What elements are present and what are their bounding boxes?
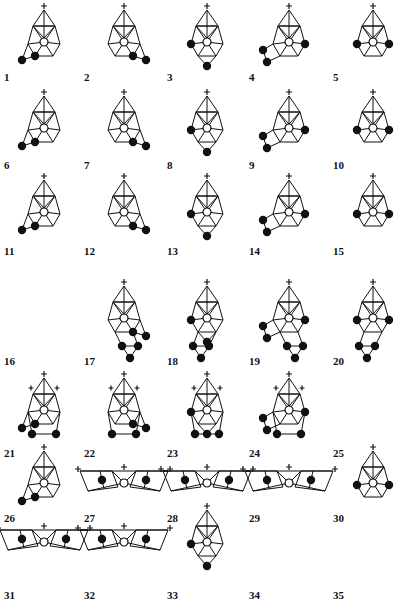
figure-number: 13: [167, 246, 178, 257]
figure-number: 20: [333, 356, 344, 367]
molecule-figure: [353, 279, 392, 362]
molecule-figure: [259, 371, 308, 438]
figure-number: 22: [84, 448, 95, 459]
figure-number: 5: [333, 72, 339, 83]
molecule-figure: [353, 89, 392, 142]
molecule-figure: [353, 173, 392, 226]
molecule-figure: [187, 89, 223, 156]
figure-number: 18: [167, 356, 178, 367]
figure-number: 9: [249, 160, 255, 171]
figure-number: 14: [249, 246, 260, 257]
molecule-figure: [259, 3, 308, 66]
figure-number: 33: [167, 590, 178, 601]
figure-number: 25: [333, 448, 344, 459]
figure-number: 32: [84, 590, 95, 601]
molecule-figure: [187, 503, 223, 570]
molecule-figure: [259, 279, 308, 362]
figure-number: 24: [249, 448, 260, 459]
figure-number: 7: [84, 160, 90, 171]
figure-number: 15: [333, 246, 344, 257]
molecule-figure: [187, 279, 223, 362]
molecule-figure: [259, 89, 308, 152]
figure-number: 16: [4, 356, 15, 367]
molecule-figure: [108, 279, 150, 362]
molecule-figure: [108, 3, 150, 64]
molecule-figure: [75, 464, 173, 491]
figure-number: 30: [333, 513, 344, 524]
molecule-figure: [353, 444, 392, 497]
figure-number: 28: [167, 513, 178, 524]
figure-number: 17: [84, 356, 95, 367]
molecule-figure: [108, 173, 150, 234]
molecule-figure: [158, 464, 256, 491]
figure-number: 19: [249, 356, 260, 367]
molecule-figure: [75, 523, 173, 550]
figure-number: 2: [84, 72, 90, 83]
figure-number: 11: [4, 246, 14, 257]
molecule-figure: [18, 444, 60, 505]
figure-number: 10: [333, 160, 344, 171]
figure-number: 35: [333, 590, 344, 601]
figure-number: 1: [4, 72, 10, 83]
figure-number: 27: [84, 513, 95, 524]
molecule-figure: [187, 371, 223, 438]
molecule-figure: [259, 173, 308, 236]
figure-number: 26: [4, 513, 15, 524]
molecule-figure: [187, 173, 223, 240]
figure-number: 6: [4, 160, 10, 171]
molecule-figure: [187, 3, 223, 70]
molecule-figure: [18, 173, 60, 234]
molecule-figure: [240, 464, 338, 491]
figure-number: 31: [4, 590, 15, 601]
molecule-figure: [18, 371, 60, 438]
molecule-figure: [108, 89, 150, 150]
molecule-figure: [18, 89, 60, 150]
molecule-figure: [108, 371, 150, 438]
figure-number: 12: [84, 246, 95, 257]
molecule-figure: [0, 523, 93, 550]
figure-number: 3: [167, 72, 173, 83]
figure-number: 23: [167, 448, 178, 459]
figure-number: 21: [4, 448, 15, 459]
figure-number: 4: [249, 72, 255, 83]
molecule-figure: [18, 3, 60, 64]
molecule-figure: [353, 3, 392, 56]
figure-number: 8: [167, 160, 173, 171]
figure-number: 29: [249, 513, 260, 524]
figure-number: 34: [249, 590, 260, 601]
